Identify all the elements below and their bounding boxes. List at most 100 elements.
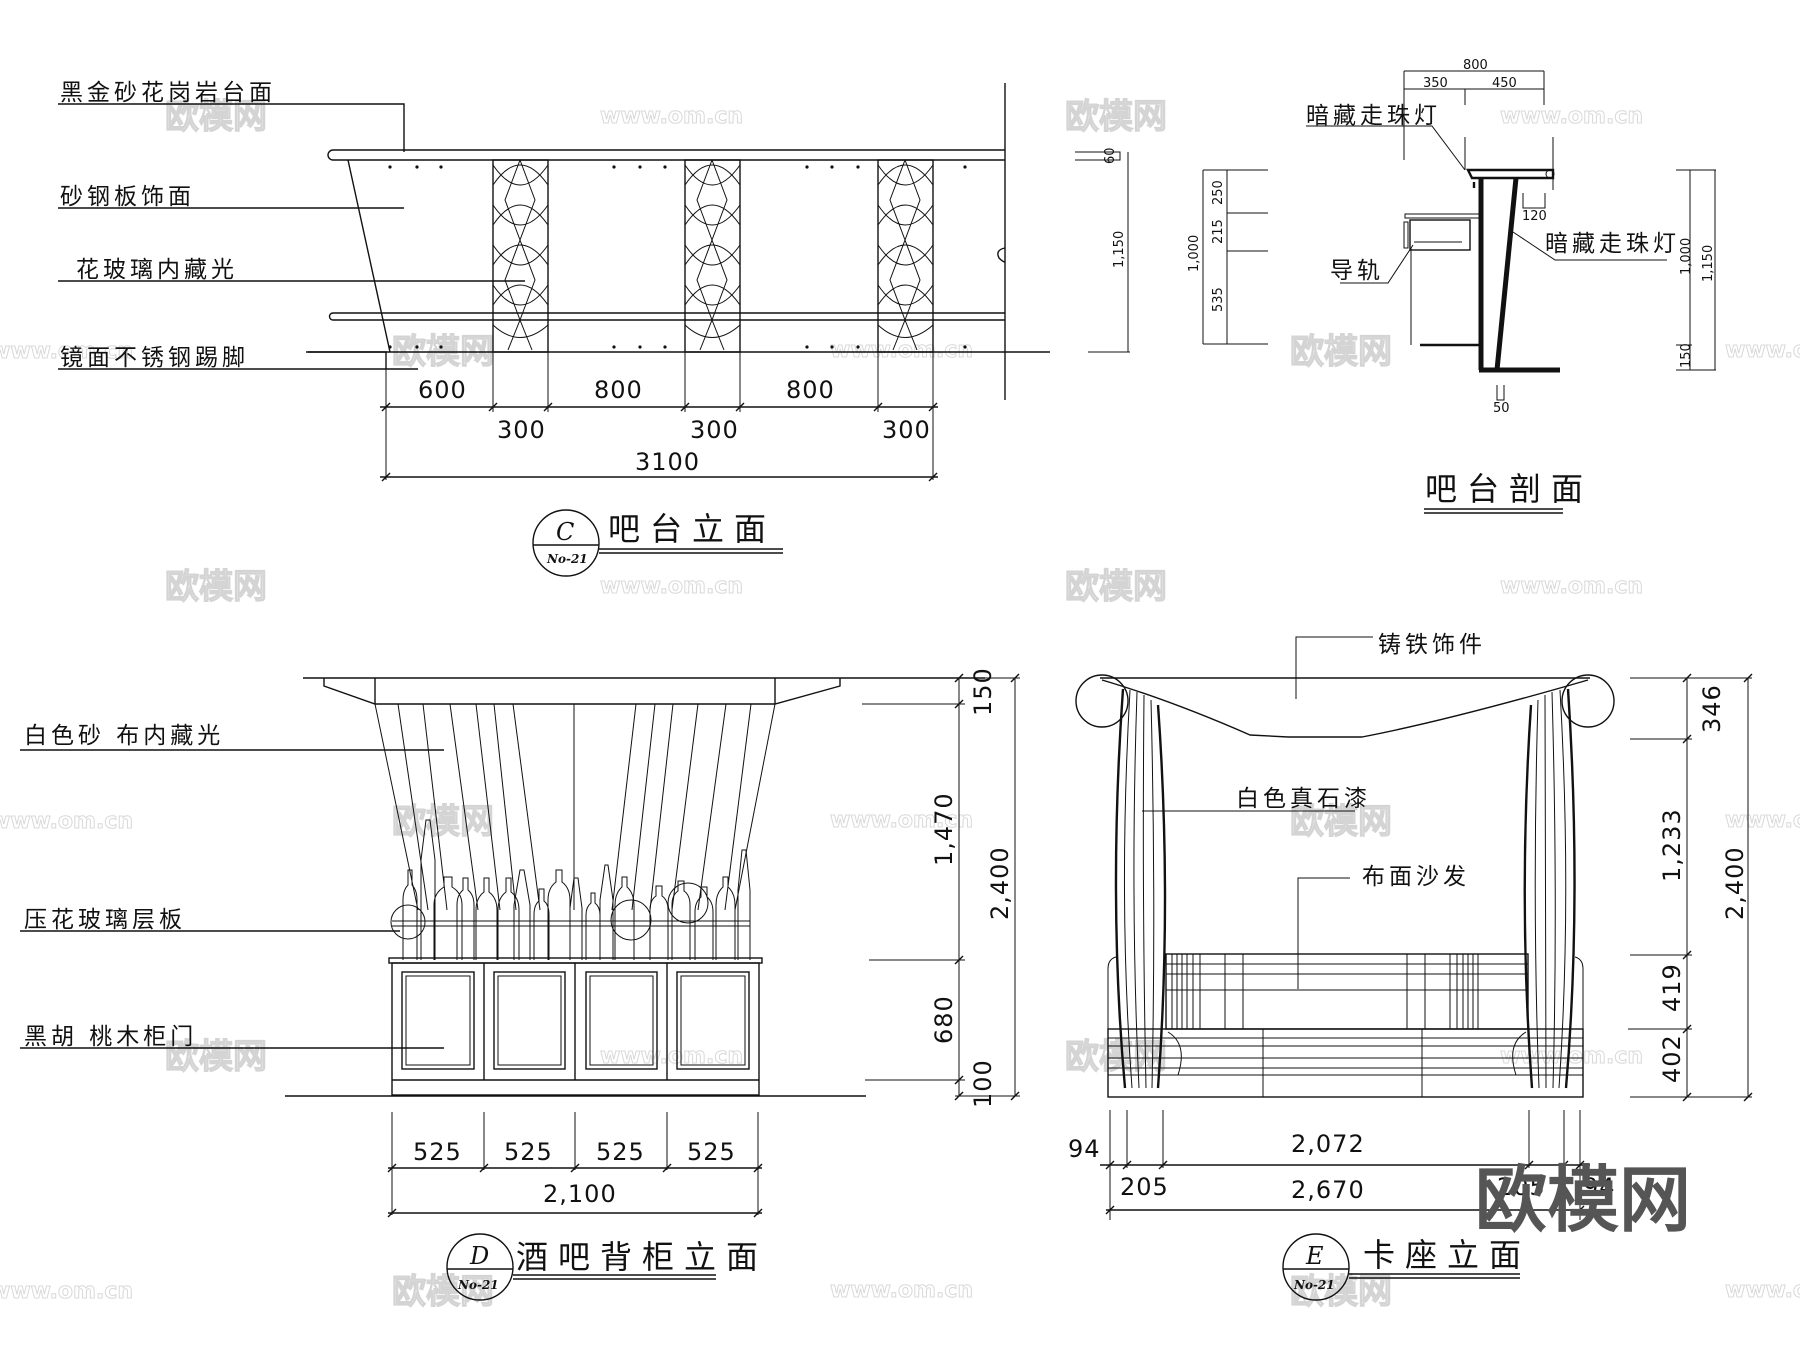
svg-text:www.om.cn: www.om.cn [0, 1279, 133, 1304]
section-e-booth-elevation: 铸铁饰件 白色真石漆 布面沙发 [1068, 632, 1753, 1301]
cabinet-doors [401, 971, 750, 1070]
svg-text:50: 50 [1493, 401, 1510, 416]
svg-text:300: 300 [690, 416, 739, 444]
section-bar-cross-section: 250 215 535 1,000 800 350 450 暗藏走珠灯 暗藏走珠… [1187, 58, 1716, 514]
svg-text:No-21: No-21 [546, 552, 588, 566]
svg-text:680: 680 [930, 995, 958, 1044]
svg-text:www.om.cn: www.om.cn [1500, 104, 1643, 129]
svg-text:250: 250 [1211, 180, 1226, 205]
svg-text:www.om.cn: www.om.cn [600, 104, 743, 129]
svg-text:www.om.cn: www.om.cn [830, 1278, 973, 1303]
svg-text:www.om.cn: www.om.cn [600, 574, 743, 599]
label-cast-iron: 铸铁饰件 [1378, 632, 1486, 658]
label-fabric-light: 白色砂 布内藏光 [24, 723, 224, 749]
svg-text:402: 402 [1658, 1034, 1686, 1083]
svg-text:120: 120 [1522, 209, 1547, 224]
svg-text:100: 100 [969, 1059, 997, 1108]
dim-800a: 800 [594, 376, 643, 404]
svg-text:535: 535 [1211, 287, 1226, 312]
svg-text:欧模网: 欧模网 [165, 1037, 267, 1077]
label-granite-top: 黑金砂花岗岩台面 [60, 80, 276, 106]
svg-text:2,072: 2,072 [1291, 1130, 1365, 1158]
label-hidden-light-2: 暗藏走珠灯 [1545, 231, 1680, 257]
svg-text:欧模网: 欧模网 [1065, 97, 1167, 137]
section-d-back-cabinet-elevation: 白色砂 布内藏光 压花玻璃层板 黑胡 桃木柜门 [20, 667, 1020, 1301]
svg-text:www.om.cn: www.om.cn [830, 338, 973, 363]
svg-text:800: 800 [1463, 58, 1488, 73]
svg-text:欧模网: 欧模网 [1290, 332, 1392, 372]
big-watermark-logo: 欧模网 [1475, 1158, 1691, 1242]
svg-text:525: 525 [413, 1138, 462, 1166]
svg-text:www.om.cn: www.om.cn [0, 809, 133, 834]
svg-text:www.om.cn: www.om.cn [1725, 808, 1800, 833]
dim-3100: 3100 [635, 448, 700, 476]
svg-text:419: 419 [1658, 963, 1686, 1012]
section-e-title: 卡座立面 [1363, 1236, 1531, 1274]
svg-text:C: C [556, 518, 574, 546]
label-guide-rail: 导轨 [1330, 258, 1384, 284]
svg-text:www.om.cn: www.om.cn [830, 808, 973, 833]
svg-text:2,400: 2,400 [1721, 846, 1749, 920]
svg-text:www.om.cn: www.om.cn [1725, 1278, 1800, 1303]
label-walnut-door: 黑胡 桃木柜门 [24, 1024, 197, 1050]
svg-text:525: 525 [504, 1138, 553, 1166]
svg-text:215: 215 [1211, 219, 1226, 244]
section-d-tag: D No-21 酒吧背柜立面 [446, 1233, 768, 1301]
section-bar-title: 吧台剖面 [1425, 470, 1593, 508]
svg-text:欧模网: 欧模网 [392, 802, 494, 842]
svg-text:www.om.cn: www.om.cn [0, 339, 133, 364]
svg-text:1,000: 1,000 [1187, 235, 1202, 272]
svg-text:欧模网: 欧模网 [165, 567, 267, 607]
svg-text:1,000: 1,000 [1679, 238, 1694, 275]
svg-text:2,400: 2,400 [986, 846, 1014, 920]
label-hidden-light-1: 暗藏走珠灯 [1306, 103, 1441, 129]
section-c-title: 吧台立面 [608, 510, 776, 548]
sofa [1107, 953, 1584, 1098]
glass-posts [492, 159, 934, 353]
label-steel-panel: 砂钢板饰面 [60, 184, 195, 210]
label-glass-light: 花玻璃内藏光 [76, 257, 238, 283]
svg-text:www.om.cn: www.om.cn [1500, 1044, 1643, 1069]
svg-text:1,470: 1,470 [930, 792, 958, 866]
svg-text:525: 525 [596, 1138, 645, 1166]
watermarks: 欧模网 www.om.cn 欧模网 www.om.cn www.om.cn 欧模… [0, 96, 1800, 1312]
label-glass-shelf: 压花玻璃层板 [24, 907, 186, 933]
svg-text:No-21: No-21 [457, 1278, 499, 1292]
svg-text:150: 150 [969, 667, 997, 716]
section-d-title: 酒吧背柜立面 [516, 1238, 768, 1276]
label-stone-paint: 白色真石漆 [1236, 786, 1371, 812]
svg-text:www.om.cn: www.om.cn [1725, 338, 1800, 363]
section-e-tag: E No-21 卡座立面 [1282, 1233, 1531, 1301]
svg-text:欧模网: 欧模网 [165, 97, 267, 137]
svg-text:205: 205 [1120, 1173, 1169, 1201]
svg-text:E: E [1305, 1242, 1324, 1270]
svg-text:300: 300 [497, 416, 546, 444]
svg-text:2,100: 2,100 [543, 1180, 617, 1208]
svg-text:欧模网: 欧模网 [1065, 1037, 1167, 1077]
svg-text:205: 205 [1497, 1173, 1546, 1201]
dim-800b: 800 [786, 376, 835, 404]
svg-text:94: 94 [1583, 1173, 1616, 1201]
svg-text:D: D [469, 1242, 489, 1270]
liquor-bottles [390, 819, 751, 960]
svg-text:2,670: 2,670 [1291, 1176, 1365, 1204]
svg-text:60: 60 [1103, 147, 1118, 164]
svg-text:525: 525 [687, 1138, 736, 1166]
dim-600: 600 [418, 376, 467, 404]
svg-text:450: 450 [1492, 76, 1517, 91]
label-fabric-sofa: 布面沙发 [1362, 864, 1470, 890]
svg-text:www.om.cn: www.om.cn [1500, 574, 1643, 599]
svg-text:欧模网: 欧模网 [392, 1272, 494, 1312]
booth-columns [1114, 688, 1576, 1089]
svg-text:欧模网: 欧模网 [1065, 567, 1167, 607]
section-c-bar-elevation: 黑金砂花岗岩台面 砂钢板饰面 花玻璃内藏光 镜面不锈钢踢脚 [58, 80, 1130, 577]
svg-text:94: 94 [1068, 1135, 1101, 1163]
svg-text:150: 150 [1679, 343, 1694, 368]
label-kickboard: 镜面不锈钢踢脚 [60, 345, 249, 371]
section-c-tag: C No-21 吧台立面 [532, 509, 783, 577]
svg-text:1,150: 1,150 [1701, 245, 1716, 282]
svg-text:350: 350 [1423, 76, 1448, 91]
svg-text:欧模网: 欧模网 [1290, 802, 1392, 842]
svg-text:346: 346 [1698, 684, 1726, 733]
